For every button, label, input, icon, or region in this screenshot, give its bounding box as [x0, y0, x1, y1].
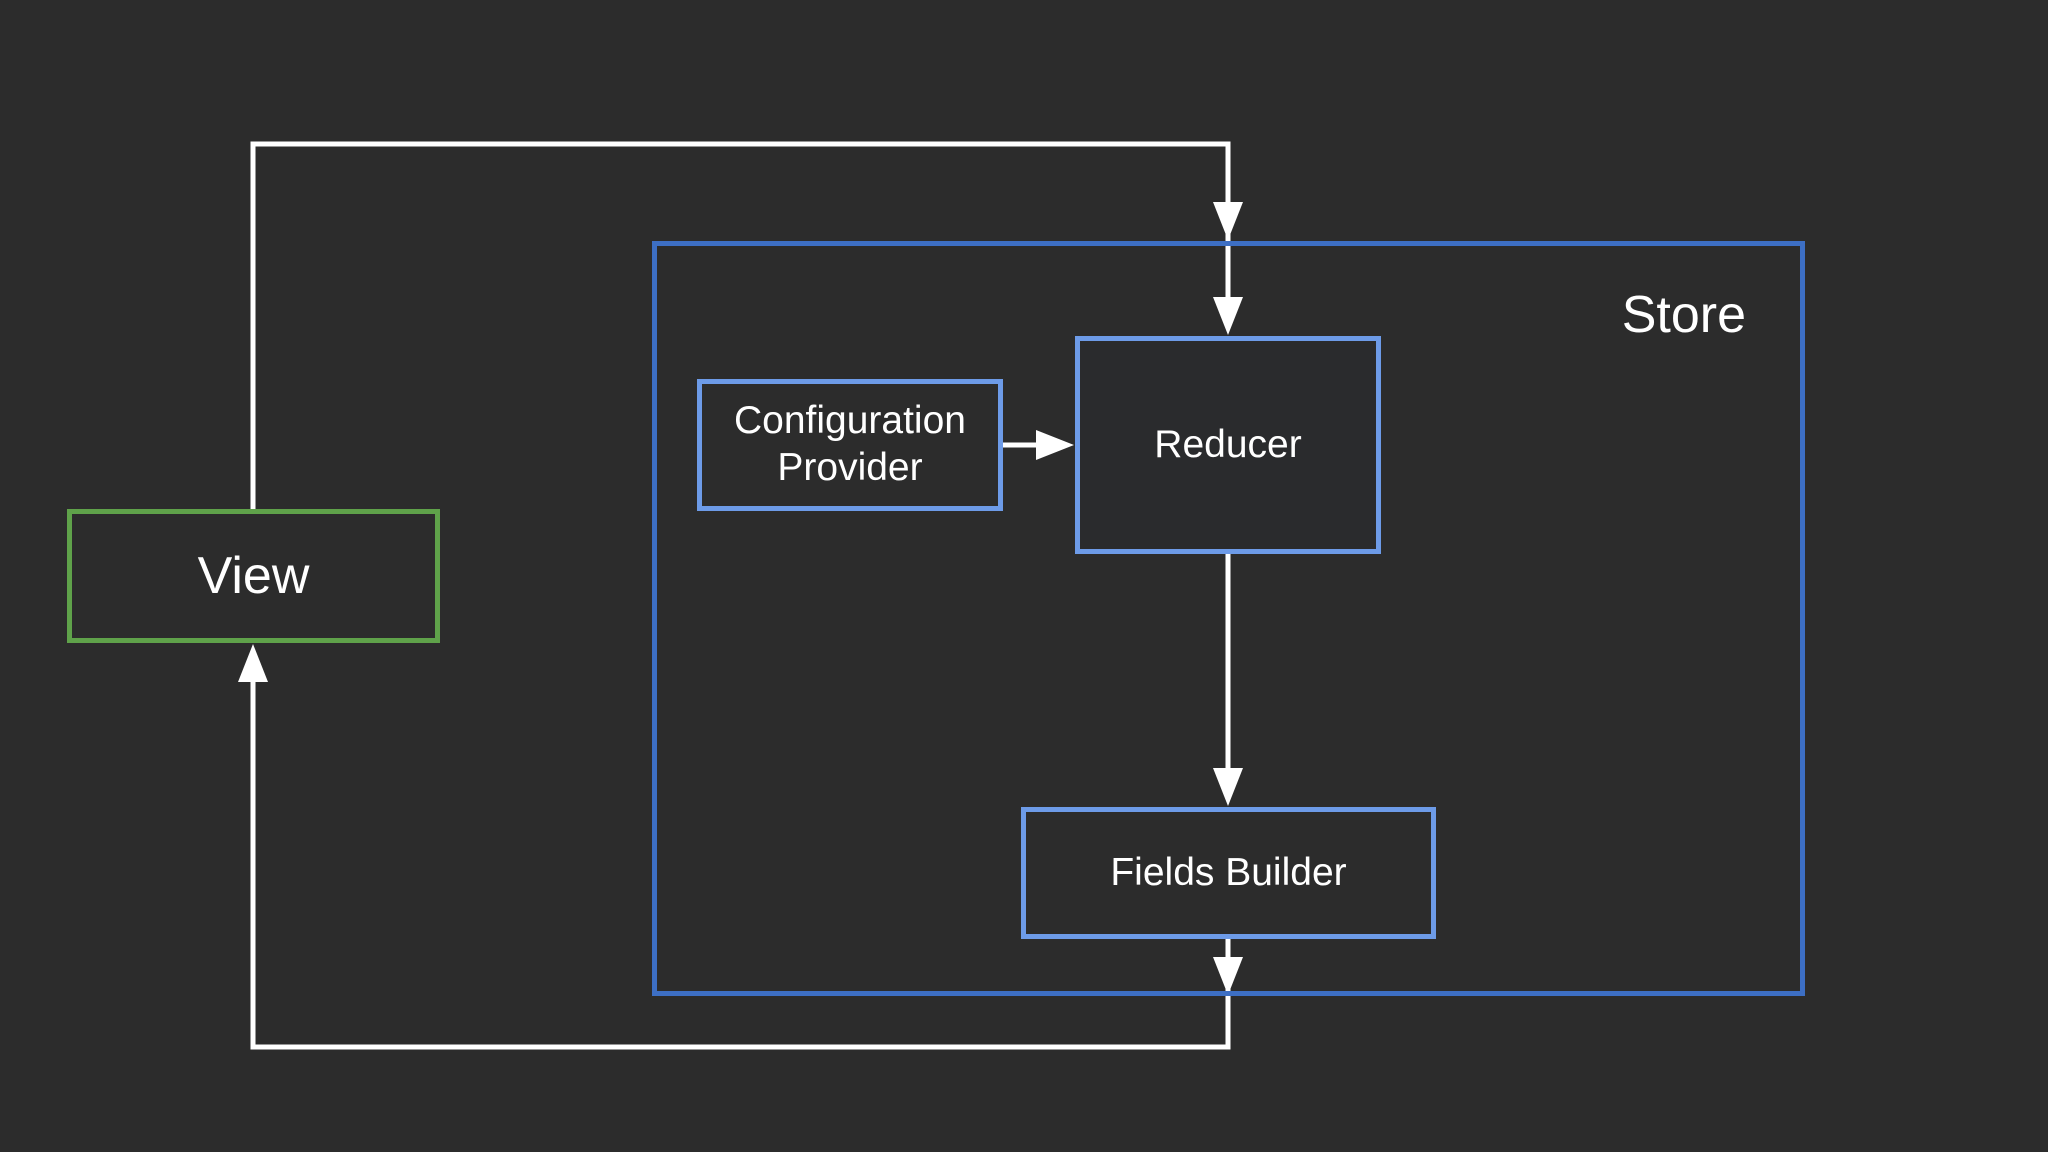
fields-builder-label: Fields Builder [1110, 850, 1347, 894]
arrowhead-into-store [1213, 202, 1243, 240]
store-container: Store [652, 241, 1805, 996]
configuration-provider-node: Configuration Provider [697, 379, 1003, 511]
store-label: Store [1621, 286, 1746, 344]
arrowhead-into-view [238, 644, 268, 682]
arrowhead-config-to-reducer [1036, 430, 1074, 460]
fields-builder-node: Fields Builder [1021, 807, 1436, 939]
view-node: View [67, 509, 440, 643]
reducer-label: Reducer [1154, 422, 1302, 466]
arrowhead-store-exit [1213, 957, 1243, 995]
configuration-provider-label: Configuration Provider [734, 399, 966, 489]
view-label: View [197, 546, 310, 605]
arrowhead-into-fields-builder [1213, 768, 1243, 806]
reducer-node: Reducer [1075, 336, 1381, 554]
arrowhead-into-reducer [1213, 297, 1243, 335]
